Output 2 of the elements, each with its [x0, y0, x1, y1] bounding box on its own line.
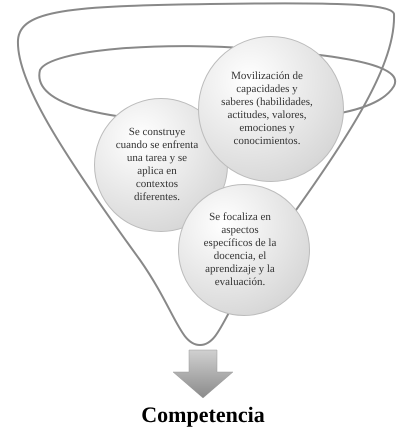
result-label: Competencia — [103, 398, 303, 432]
block-arrow — [172, 350, 234, 398]
